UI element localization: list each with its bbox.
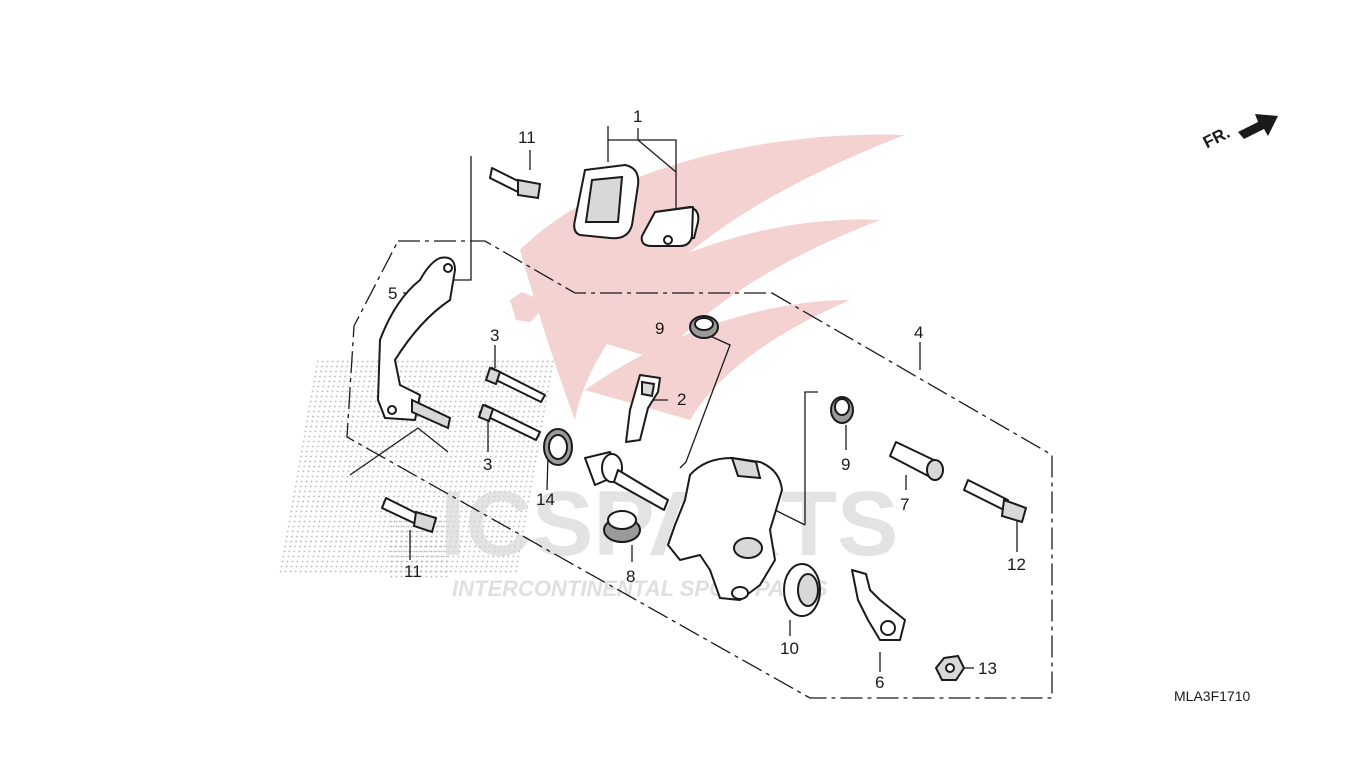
callout-9-upper: 9	[655, 319, 664, 338]
bracket-plate[interactable]	[851, 569, 906, 641]
front-direction-label: FR.	[1199, 122, 1233, 153]
callout-3-lower: 3	[483, 455, 492, 474]
callout-11-upper: 11	[518, 128, 536, 147]
piston-boot[interactable]	[584, 451, 669, 511]
callout-13: 13	[978, 659, 997, 678]
assembly-boundary	[346, 240, 1053, 699]
bolt-right[interactable]	[963, 479, 1028, 524]
seal-ring[interactable]	[543, 428, 573, 466]
callout-14: 14	[536, 490, 555, 509]
bolt-lower-left[interactable]	[381, 497, 438, 534]
callouts: 1 2 3 3 4 5 6 7 8 9 9 10 11 11 12 13 14	[388, 107, 1026, 692]
slide-pin-lower[interactable]	[477, 403, 541, 441]
brake-pad-right[interactable]	[640, 206, 700, 247]
callout-8: 8	[626, 567, 635, 586]
callout-1: 1	[633, 107, 642, 126]
callout-6: 6	[875, 673, 884, 692]
callout-7: 7	[900, 495, 909, 514]
leader-lines	[349, 126, 1018, 672]
watermark-tagline: INTERCONTINENTAL SPORTPARTS	[452, 576, 828, 601]
callout-4: 4	[914, 323, 923, 342]
callout-5: 5	[388, 284, 397, 303]
callout-9-lower: 9	[841, 455, 850, 474]
callout-12: 12	[1007, 555, 1026, 574]
slide-pin-upper[interactable]	[484, 366, 546, 403]
bolt-top[interactable]	[489, 167, 542, 200]
bleeder-cap[interactable]	[603, 510, 641, 543]
collar-upper[interactable]	[689, 315, 719, 339]
callout-11-lower: 11	[404, 562, 422, 581]
caliper-bracket[interactable]	[377, 256, 456, 430]
callout-2: 2	[677, 390, 686, 409]
piston[interactable]	[783, 563, 821, 617]
diagram-code: MLA3F1710	[1174, 688, 1251, 704]
arrow-icon	[1238, 114, 1278, 139]
caliper-body[interactable]	[667, 456, 783, 601]
front-direction-arrow	[1238, 114, 1278, 139]
brake-pad-left[interactable]	[573, 164, 640, 240]
sleeve[interactable]	[889, 441, 944, 481]
callout-3-upper: 3	[490, 326, 499, 345]
nut[interactable]	[934, 654, 966, 681]
callout-10: 10	[780, 639, 799, 658]
collar-lower[interactable]	[830, 396, 854, 424]
watermark-brand: ICSPARTS	[440, 473, 898, 575]
pad-spring[interactable]	[625, 374, 661, 443]
